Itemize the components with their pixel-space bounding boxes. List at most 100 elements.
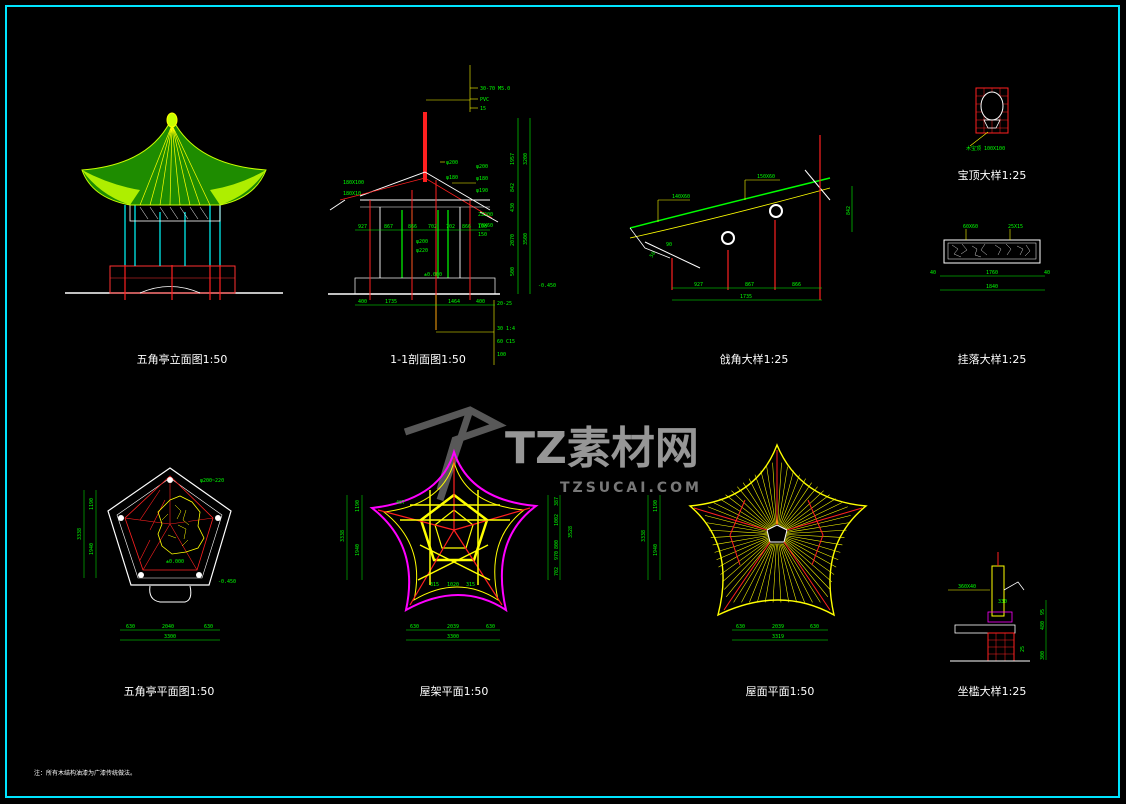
watermark-subtitle: TZSUCAI.COM [560,480,702,496]
sec-d3: φ200 [476,164,488,170]
hanging-lattice-detail: 60X60 25X15 40 1760 40 1840 挂落大样1:25 [930,224,1050,366]
roof-tile-line [718,538,770,568]
lat-b: 1760 [986,270,998,276]
roof-tile-line [781,543,813,603]
rf-v1: 1190 [355,500,361,512]
roof-tile-line [785,538,837,568]
fp-h1: 630 [126,624,135,630]
caption-finial: 宝顶大样1:25 [958,168,1027,182]
roof-tile-line [786,535,843,546]
roof-tile-line [742,482,773,528]
roof-tile-line [707,506,768,531]
bn-lab: 360X40 [958,584,976,590]
roof-tile-line [784,540,833,583]
roof-tile-line [779,543,797,603]
sheet-border [5,5,1120,798]
roof-tile-line [781,482,812,528]
roof-tile-line [772,462,777,525]
sec-b2: 867 [384,224,393,230]
rf-r5: 702 [554,567,560,576]
bn-s1: 330 [998,599,1007,605]
rf-h2: 2039 [447,624,459,630]
bn-s4: 25 [1020,646,1026,652]
rf-r6: 3528 [568,526,574,538]
watermark: TZ素材网 TZSUCAI.COM [403,406,702,502]
roof-tile-line [726,542,771,597]
fp-h3: 630 [204,624,213,630]
rp-v3: 1940 [653,544,659,556]
sec-d7: 70X60 [478,223,493,229]
sec-c1: φ200 [416,239,428,245]
roof-tile-line [778,466,788,525]
eave-l1: 50 [649,251,657,259]
roof-tile-line [786,534,845,538]
roof-tile-line [704,515,768,532]
roof-tile-line [720,539,770,575]
pavilion-section: 30-70 M5.0 PVC 15 1957 3200 842 430 2070… [328,65,556,366]
roof-tile-line [757,543,775,603]
finial-detail: 木宝顶 100X100 宝顶大样1:25 [958,87,1027,182]
roof-tile-line [785,536,841,553]
sec-top3: 15 [480,106,486,112]
fp-v2: 3338 [77,528,83,540]
roof-tile-line [777,462,782,525]
rf-t: 3300 [447,634,459,640]
roof-tile-line [785,502,842,530]
roof-tile-line [716,537,769,561]
sec-f3: 60 C15 [497,339,515,345]
sec-right6: 3500 [523,233,529,245]
rf-r3: 800 [554,540,560,549]
caption-section: 1-1剖面图1:50 [390,352,466,366]
eave-a: 927 [694,282,703,288]
roof-tile-line [760,470,776,526]
rf-i3: 315 [466,582,475,588]
eave-c: 866 [792,282,801,288]
sec-d6: 2Z200 [478,212,493,218]
roof-tile-line [785,498,836,530]
lat-c: 40 [1044,270,1050,276]
roof-frame-plan: 1190 3338 1940 387 1002 800 970 702 3528… [340,448,574,698]
rf-i2: 1020 [447,582,459,588]
fp-t: 3300 [164,634,176,640]
roof-tile-line [782,486,818,528]
sec-beam2: 180X10 [343,191,361,197]
caption-bench: 坐槛大样1:25 [958,684,1027,698]
roof-plan: 1190 3338 1940 630 2039 630 3319 屋面平面1:5… [641,443,868,698]
sec-right1: 1957 [510,153,516,165]
bn-s2: 95 [1040,609,1046,615]
caption-lattice: 挂落大样1:25 [958,352,1027,366]
sec-lvl: ±0.000 [424,272,442,278]
lat-t: 1840 [986,284,998,290]
fin-label: 木宝顶 100X100 [966,145,1005,152]
sec-c2: φ220 [416,248,428,254]
roof-tile-line [786,529,847,534]
roof-tile-line [785,537,839,561]
roof-tile-line [724,541,770,590]
sec-d2: φ180 [446,175,458,181]
eave-corner-detail: 140X60 150X60 842 50 90 927 867 866 1735… [629,135,853,366]
pavilion-floor-plan: φ200~220 ±0.000 -0.450 1190 3338 1940 63… [77,467,236,698]
watermark-title: TZ素材网 [505,423,699,474]
roof-tile-line [737,486,772,528]
fp-lvl2: -0.450 [218,579,236,585]
fp-v3: 1940 [89,543,95,555]
roof-tile-line [714,536,769,553]
rf-i1: 315 [430,582,439,588]
sec-right4: 430 [510,203,516,212]
sec-beam: 180X100 [343,180,364,186]
sec-right5: 2070 [510,234,516,246]
rf-h1: 630 [410,624,419,630]
sec-b4: 702 [428,224,437,230]
sec-d4: φ180 [476,176,488,182]
eave-t: 1735 [740,294,752,300]
roof-tile-line [749,543,774,603]
fp-lvl: ±0.000 [166,559,184,565]
sec-f2: 30 1:4 [497,326,515,332]
roof-tile-line [733,543,772,603]
pavilion-elevation: 五角亭立面图1:50 [65,112,283,366]
sec-d8: 150 [478,232,487,238]
roof-tile-line [782,543,821,603]
rp-h2: 2039 [772,624,784,630]
sec-f1: 20-25 [497,301,512,307]
